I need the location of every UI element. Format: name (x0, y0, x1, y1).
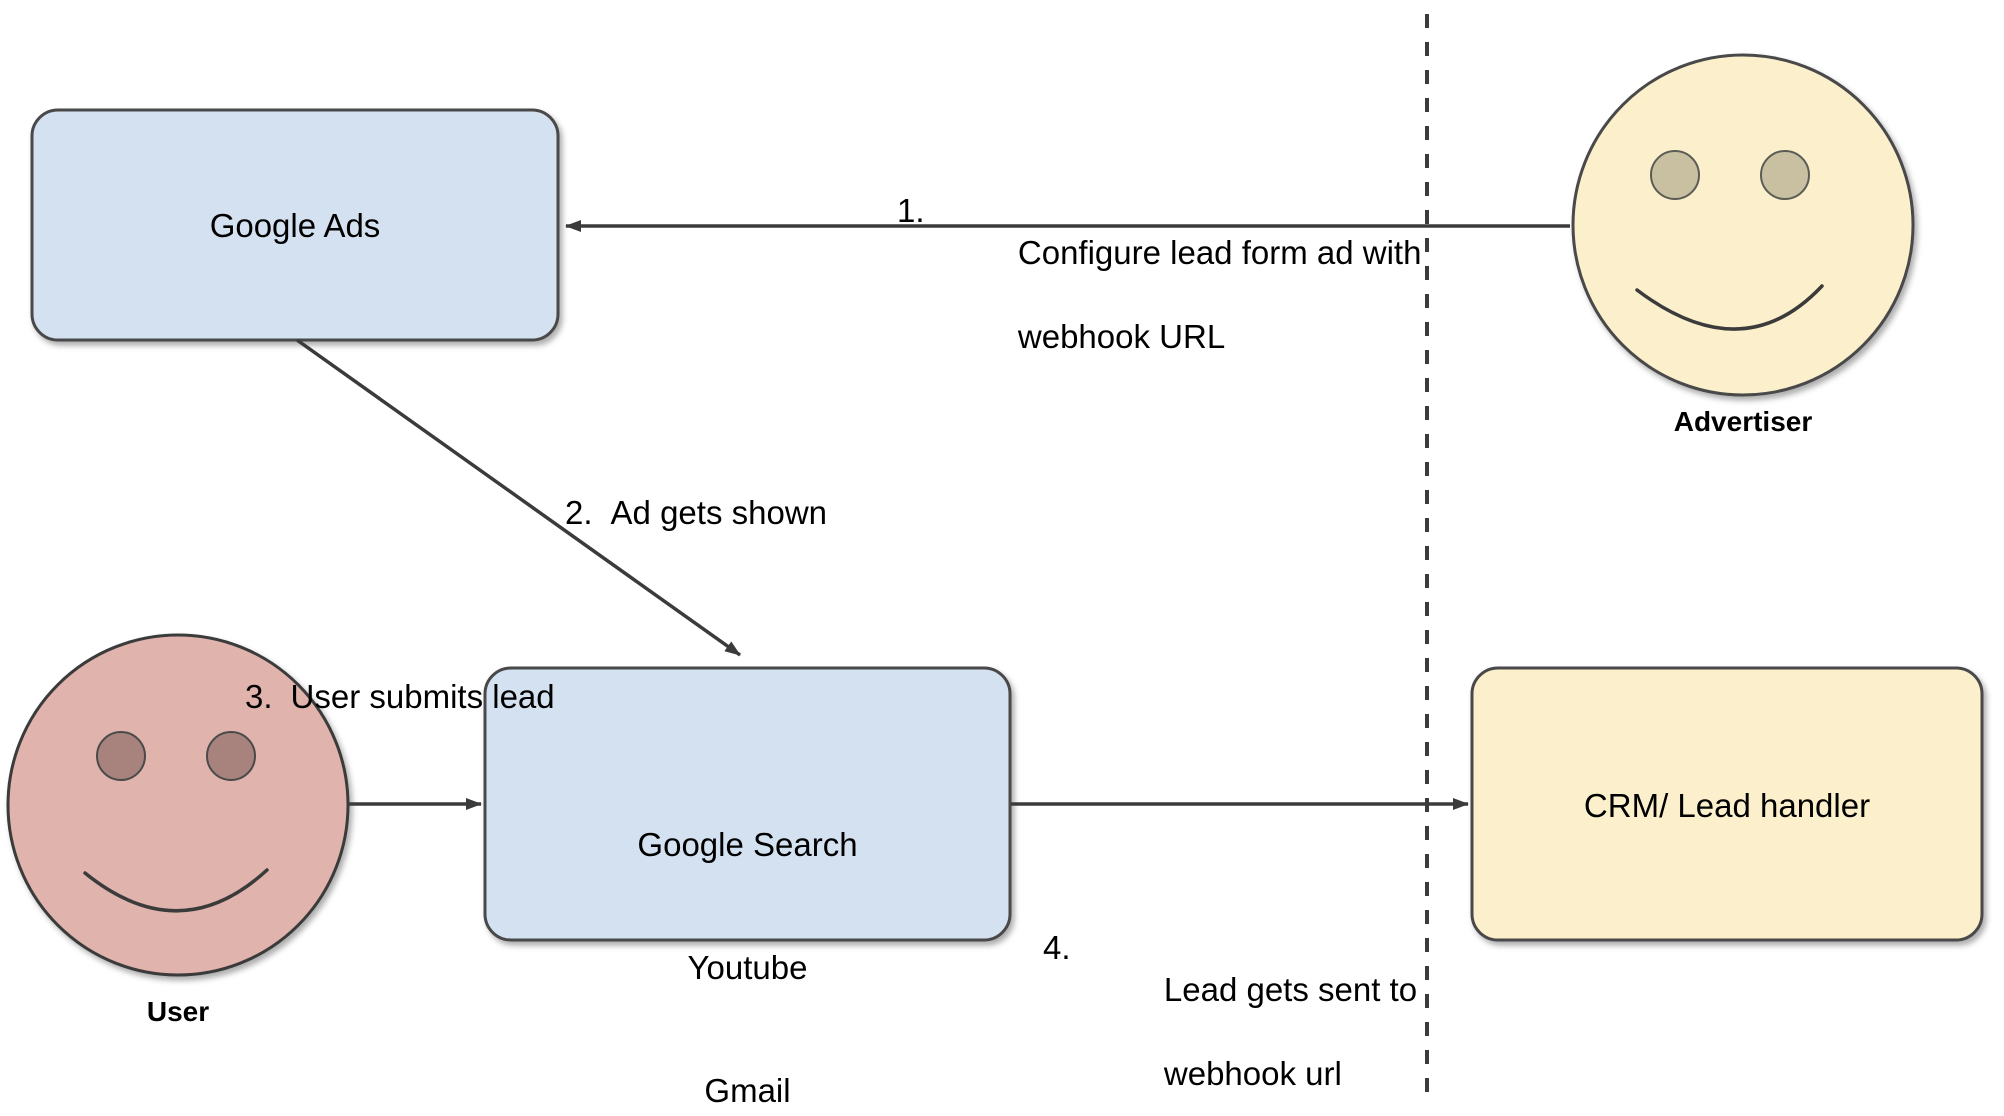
edge-step-3-number: 3. (245, 678, 273, 715)
edge-step-4-line-2: webhook url (1163, 1055, 1342, 1092)
node-google-ads[interactable] (30, 108, 560, 342)
advertiser-face-icon (1571, 53, 1915, 397)
edge-step-1-label: 1. Configure lead form ad with webhook U… (897, 106, 1421, 484)
actor-advertiser-caption: Advertiser (1673, 406, 1813, 437)
advertiser-right-eye-icon (1760, 150, 1810, 200)
edge-step-2-line-1: Ad gets shown (610, 494, 827, 531)
advertiser-smile-icon (1635, 284, 1824, 331)
actor-advertiser[interactable] (1571, 53, 1915, 397)
edge-step-2-arrow (295, 338, 742, 657)
edge-step-2-number: 2. (565, 494, 593, 531)
edge-step-1-line-1: Configure lead form ad with (1017, 234, 1422, 271)
user-smile-icon (83, 868, 269, 913)
edge-step-4-number: 4. (1043, 929, 1071, 966)
edge-step-1-number: 1. (897, 192, 925, 229)
edge-step-3-line-1: User submits lead (290, 678, 555, 715)
edge-step-1-line-2: webhook URL (1017, 318, 1226, 355)
advertiser-left-eye-icon (1650, 150, 1700, 200)
user-left-eye-icon (96, 731, 146, 781)
node-crm-lead-handler[interactable] (1470, 666, 1984, 942)
edge-step-4-line-1: Lead gets sent to (1163, 971, 1418, 1008)
edge-step-3-label: 3. User submits lead (245, 592, 665, 802)
user-right-eye-icon (206, 731, 256, 781)
edge-step-2-label: 2. Ad gets shown (565, 408, 985, 618)
actor-user[interactable] (6, 633, 350, 977)
actor-user-caption: User (146, 996, 210, 1027)
edge-step-4-label: 4. Lead gets sent to webhook url (1043, 843, 1463, 1116)
node-google-surfaces[interactable] (483, 666, 1012, 942)
